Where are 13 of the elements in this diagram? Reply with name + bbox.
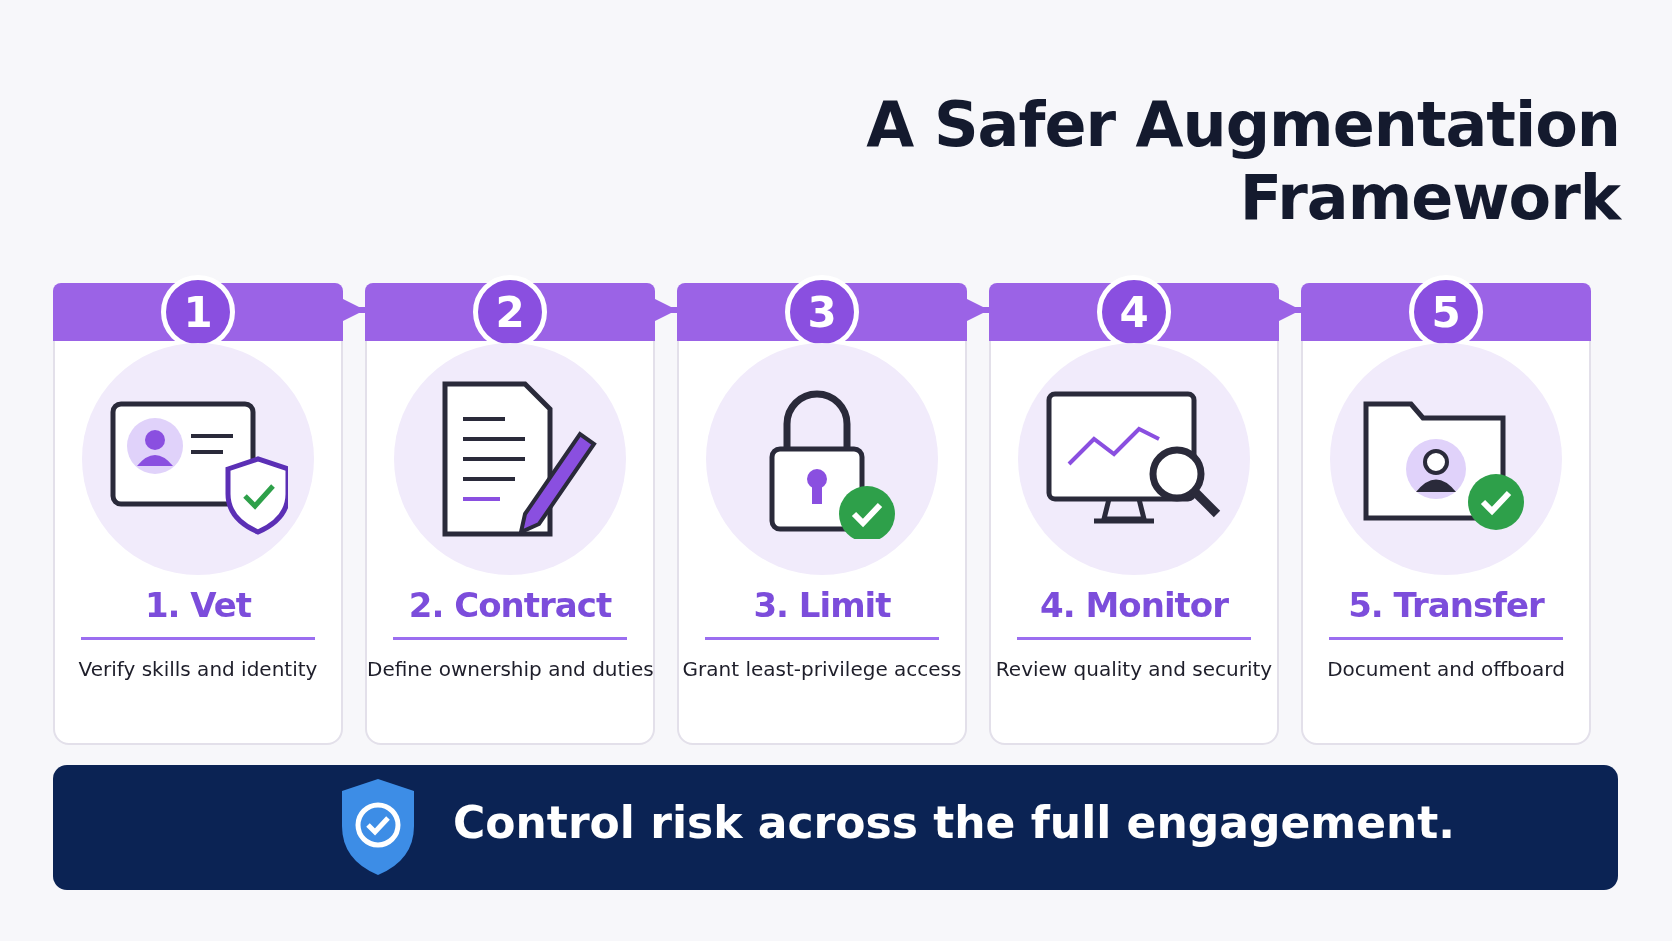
step-description: Document and offboard	[1326, 657, 1566, 681]
step-description: Grant least-privilege access	[681, 657, 963, 681]
step-description: Review quality and security	[994, 657, 1274, 681]
step-title: 1. Vet	[143, 585, 253, 625]
step-title: 5. Transfer	[1347, 585, 1546, 625]
summary-text: Control risk across the full engagement.	[453, 797, 1456, 848]
step-title: 2. Contract	[407, 585, 613, 625]
step-description: Define ownership and duties	[367, 657, 653, 681]
step-title: 4. Monitor	[1039, 585, 1230, 625]
step-title: 3. Limit	[752, 585, 892, 625]
step-description: Verify skills and identity	[77, 657, 319, 681]
summary-banner	[53, 765, 1618, 890]
title: A Safer Augmentation Framework	[865, 88, 1620, 234]
